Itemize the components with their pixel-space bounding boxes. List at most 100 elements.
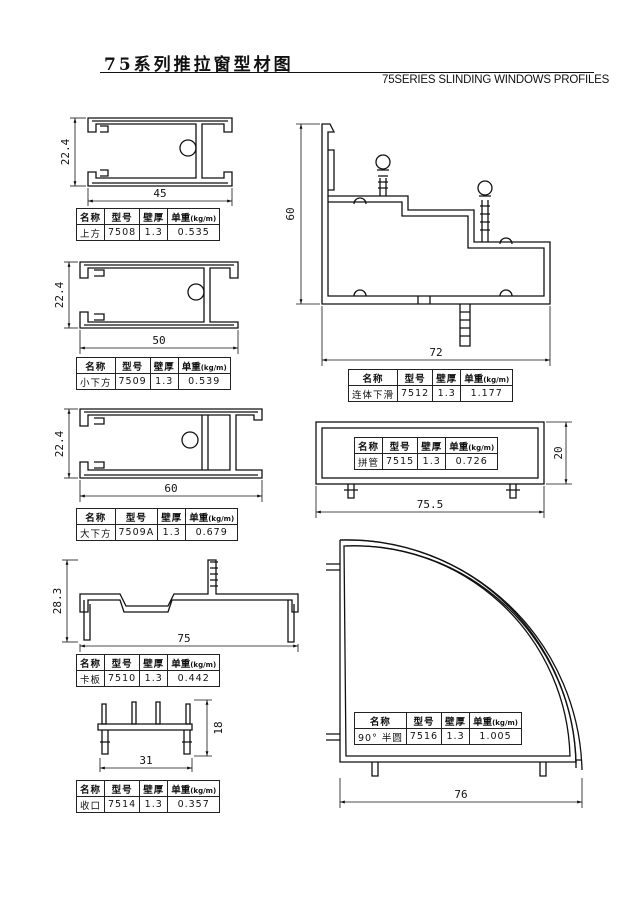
cell-model: 7508 xyxy=(104,224,141,241)
col-wall: 壁厚 xyxy=(441,712,471,729)
cell-wall: 1.3 xyxy=(417,453,447,470)
dim-7516-width: 76 xyxy=(454,788,467,801)
col-model: 型号 xyxy=(382,437,419,454)
profile-7508-shape xyxy=(87,117,233,187)
cell-weight: 0.539 xyxy=(177,373,231,390)
dim-7508-height: 22.4 xyxy=(59,138,72,165)
cell-model: 7514 xyxy=(104,796,141,813)
profile-7509-dims xyxy=(64,261,239,354)
col-weight: 单重(kg/m) xyxy=(469,712,522,729)
col-model: 型号 xyxy=(397,369,434,386)
col-wall: 壁厚 xyxy=(157,508,187,525)
cell-name: 连体下滑 xyxy=(347,385,399,402)
col-name: 名称 xyxy=(353,437,384,454)
dim-7512-height: 60 xyxy=(284,207,297,220)
cell-name: 卡板 xyxy=(75,670,106,687)
col-wall: 壁厚 xyxy=(149,357,179,374)
cell-wall: 1.3 xyxy=(139,670,169,687)
cell-model: 7509 xyxy=(114,373,151,390)
profile-7512-dims xyxy=(296,123,551,366)
cell-weight: 1.005 xyxy=(469,728,522,745)
cell-model: 7516 xyxy=(405,728,443,745)
dim-7508-width: 45 xyxy=(153,187,166,200)
dim-7515-width: 75.5 xyxy=(417,498,444,511)
profile-7516-dims xyxy=(339,778,583,808)
cell-model: 7510 xyxy=(104,670,141,687)
cell-weight: 0.726 xyxy=(445,453,499,470)
page-title: 75系列推拉窗型材图 xyxy=(104,55,294,75)
cell-model: 7515 xyxy=(382,453,419,470)
profile-7510-shape xyxy=(79,559,299,643)
col-name: 名称 xyxy=(75,780,106,797)
page-subtitle: 75SERIES SLINDING WINDOWS PROFILES xyxy=(382,74,610,86)
profile-7512-shape xyxy=(321,123,551,347)
cell-weight: 0.535 xyxy=(167,224,221,241)
col-model: 型号 xyxy=(405,712,443,729)
col-wall: 壁厚 xyxy=(139,208,169,225)
col-model: 型号 xyxy=(104,654,141,671)
dim-7509a-height: 22.4 xyxy=(53,430,66,457)
dim-7509a-width: 60 xyxy=(164,482,177,495)
dim-7509-height: 22.4 xyxy=(53,281,66,308)
col-model: 型号 xyxy=(104,208,141,225)
cell-wall: 1.3 xyxy=(432,385,462,402)
dim-7510-height: 28.3 xyxy=(51,588,64,615)
col-weight: 单重(kg/m) xyxy=(167,654,221,671)
cell-weight: 0.679 xyxy=(185,524,239,541)
cell-name: 上方 xyxy=(75,224,106,241)
col-model: 型号 xyxy=(114,357,151,374)
cell-weight: 1.177 xyxy=(460,385,514,402)
cell-wall: 1.3 xyxy=(149,373,179,390)
col-weight: 单重(kg/m) xyxy=(167,208,221,225)
cell-name: 90° 半圆 xyxy=(354,728,407,745)
col-name: 名称 xyxy=(75,654,106,671)
col-weight: 单重(kg/m) xyxy=(177,357,231,374)
col-name: 名称 xyxy=(347,369,399,386)
cell-wall: 1.3 xyxy=(441,728,471,745)
profile-7515-shape xyxy=(315,421,545,499)
profile-7510-dims xyxy=(62,559,299,652)
profile-7508-dims xyxy=(70,117,233,206)
cell-name: 收口 xyxy=(75,796,106,813)
col-model: 型号 xyxy=(114,508,159,525)
col-wall: 壁厚 xyxy=(139,780,169,797)
profile-7509a-shape xyxy=(79,408,263,479)
profile-7514-shape xyxy=(97,701,193,755)
col-wall: 壁厚 xyxy=(139,654,169,671)
col-name: 名称 xyxy=(76,357,116,374)
dim-7509-width: 50 xyxy=(152,334,165,347)
dim-7514-width: 31 xyxy=(139,754,152,767)
cell-name: 拼管 xyxy=(353,453,384,470)
col-weight: 单重(kg/m) xyxy=(185,508,239,525)
cell-weight: 0.442 xyxy=(167,670,221,687)
col-model: 型号 xyxy=(104,780,141,797)
dim-7515-height: 20 xyxy=(552,446,565,459)
col-weight: 单重(kg/m) xyxy=(445,437,499,454)
profile-7516-shape xyxy=(326,539,583,777)
col-weight: 单重(kg/m) xyxy=(460,369,514,386)
cell-model: 7509A xyxy=(114,524,159,541)
cell-name: 小下方 xyxy=(76,373,116,390)
profile-7514-dims xyxy=(99,699,212,772)
profile-7515-dims xyxy=(315,421,572,518)
col-name: 名称 xyxy=(76,508,116,525)
cell-name: 大下方 xyxy=(76,524,116,541)
cell-wall: 1.3 xyxy=(139,796,169,813)
title-underline xyxy=(100,72,594,73)
profile-7509-shape xyxy=(79,261,239,329)
cell-model: 7512 xyxy=(397,385,434,402)
cell-wall: 1.3 xyxy=(139,224,169,241)
col-wall: 壁厚 xyxy=(432,369,462,386)
col-name: 名称 xyxy=(75,208,106,225)
dim-7512-width: 72 xyxy=(429,346,442,359)
dim-7514-height: 18 xyxy=(212,721,225,734)
